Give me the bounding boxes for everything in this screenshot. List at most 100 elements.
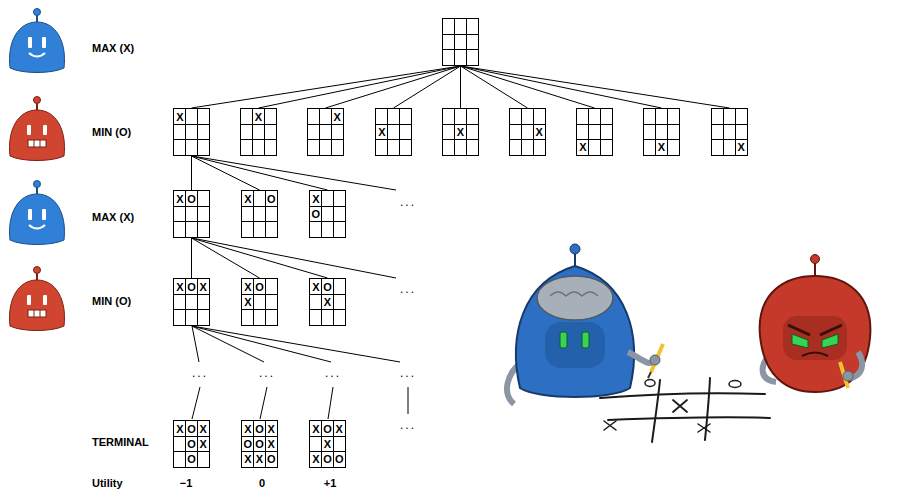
grid-line	[265, 191, 266, 237]
robot-face	[545, 322, 605, 368]
grid-line	[454, 109, 455, 155]
player-label: MIN (O)	[92, 122, 131, 140]
board-mark: O	[323, 453, 332, 465]
utility-value: 0	[259, 477, 265, 489]
ellipsis: ...	[325, 363, 341, 381]
board-mark: O	[267, 453, 276, 465]
board-cell: X	[174, 279, 186, 294]
tree-edge	[326, 66, 461, 108]
grid-line	[443, 34, 478, 35]
min-robot-icon	[10, 267, 65, 331]
board-cell: X	[310, 279, 322, 294]
board-state: X	[307, 108, 344, 156]
board-cell: X	[242, 191, 254, 206]
robot-brain	[537, 276, 613, 320]
grid-line	[310, 436, 345, 437]
tree-edge	[191, 238, 192, 278]
board-mark: X	[244, 281, 251, 293]
grid-line	[399, 109, 400, 155]
grid-line	[321, 421, 322, 467]
player-label: MIN (O)	[92, 295, 131, 307]
ellipsis: ...	[400, 195, 416, 209]
grid-line	[174, 139, 209, 140]
ellipsis: ...	[400, 366, 416, 380]
board-mark: X	[256, 453, 263, 465]
grid-line	[577, 124, 612, 125]
sketch-o	[645, 380, 655, 387]
board-mark: X	[244, 453, 251, 465]
grid-line	[310, 206, 345, 207]
tree-line	[328, 387, 333, 419]
tree-edge	[460, 66, 461, 108]
tree-edge	[461, 66, 662, 108]
grid-line	[264, 109, 265, 155]
grid-line	[185, 109, 186, 155]
board-mark: X	[267, 438, 274, 450]
board-mark: X	[176, 111, 183, 123]
board-mark: X	[324, 296, 331, 308]
board-cell: O	[322, 452, 334, 467]
board-state: X	[643, 108, 680, 156]
sketch-x	[604, 421, 616, 430]
ellipsis: ...	[192, 363, 208, 381]
board-mark: X	[199, 281, 206, 293]
board-state	[442, 18, 479, 66]
grid-line	[253, 279, 254, 325]
grid-line	[241, 139, 276, 140]
tree-edge	[191, 156, 192, 190]
grid-line	[185, 191, 186, 237]
grid-line	[376, 124, 411, 125]
grid-line	[387, 109, 388, 155]
board-cell: X	[310, 421, 322, 436]
board-grid	[443, 19, 478, 65]
board-cell: X	[322, 294, 334, 309]
grid-line	[265, 279, 266, 325]
board-mark: O	[255, 423, 264, 435]
grid-line	[310, 294, 345, 295]
board-cell: X	[174, 191, 186, 206]
grid-line	[376, 139, 411, 140]
ellipsis: ...	[400, 363, 416, 381]
board-cell: X	[253, 109, 265, 124]
board-cell: O	[254, 421, 266, 436]
grid-line	[321, 191, 322, 237]
grid-line	[185, 279, 186, 325]
tree-line	[260, 387, 267, 419]
board-mark: O	[187, 281, 196, 293]
board-cell: X	[376, 124, 388, 139]
board-state: XOXOOXXXO	[241, 420, 278, 468]
sketch-line	[600, 393, 765, 398]
ellipsis: ...	[400, 418, 416, 432]
grid-line	[310, 221, 345, 222]
robot-eye	[792, 334, 808, 348]
tree-edge	[461, 66, 528, 108]
robot-face	[783, 316, 847, 360]
sketch-x	[698, 424, 710, 432]
grid-line	[242, 206, 277, 207]
board-mark: X	[658, 141, 665, 153]
board-cell: X	[322, 436, 334, 451]
robot-antenna	[574, 253, 576, 266]
grid-line	[712, 139, 747, 140]
board-mark: X	[579, 141, 586, 153]
sketch-line	[652, 380, 660, 442]
tree-edge	[461, 66, 730, 108]
grid-line	[174, 436, 209, 437]
board-mark: O	[187, 193, 196, 205]
grid-line	[185, 421, 186, 467]
grid-line	[466, 19, 467, 65]
board-cell: X	[656, 140, 668, 155]
grid-line	[253, 191, 254, 237]
max-robot-icon	[10, 9, 65, 73]
tree-edge	[192, 156, 328, 190]
robot-body	[760, 276, 871, 392]
board-mark: X	[535, 126, 542, 138]
grid-line	[242, 309, 277, 310]
grid-line	[174, 221, 209, 222]
player-label: MIN (O)	[92, 291, 131, 309]
grid-line	[308, 139, 343, 140]
board-state: XOX	[173, 278, 210, 326]
board-state: XOXOXO	[173, 420, 210, 468]
